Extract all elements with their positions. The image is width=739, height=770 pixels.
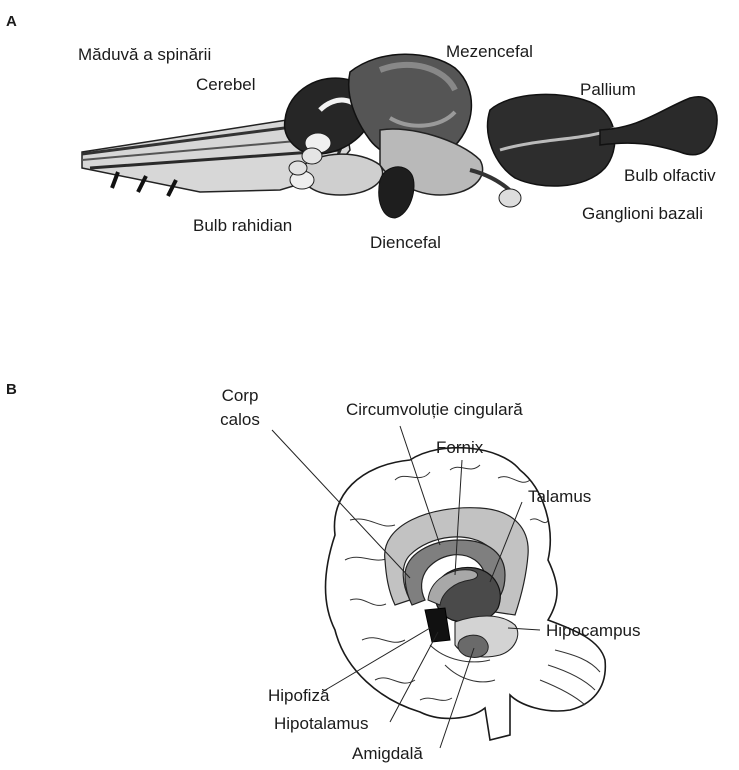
label-thalamus: Talamus — [528, 487, 591, 507]
label-spinal-cord: Măduvă a spinării — [78, 45, 211, 65]
label-hypothalamus: Hipotalamus — [274, 714, 369, 734]
label-corpus-callosum-2: calos — [210, 410, 270, 430]
amygdala-shape — [458, 635, 488, 657]
label-pallium: Pallium — [580, 80, 636, 100]
label-olfactory-bulb: Bulb olfactiv — [624, 166, 716, 186]
label-midbrain: Mezencefal — [446, 42, 533, 62]
olfactory-bulb-shape — [600, 97, 717, 155]
panel-a-letter: A — [6, 12, 17, 32]
label-pituitary: Hipofiză — [268, 686, 329, 706]
label-diencephalon: Diencefal — [370, 233, 441, 253]
label-hippocampus: Hipocampus — [546, 621, 641, 641]
label-basal-ganglia: Ganglioni bazali — [582, 204, 703, 224]
label-cerebellum: Cerebel — [196, 75, 256, 95]
label-amygdala: Amigdală — [352, 744, 423, 764]
label-cingulate-gyrus: Circumvoluție cingulară — [346, 400, 523, 420]
label-medulla: Bulb rahidian — [193, 216, 292, 236]
pituitary-lump — [379, 167, 414, 218]
label-fornix: Fornix — [436, 438, 483, 458]
label-corpus-callosum-1: Corp — [210, 386, 270, 406]
panel-b-letter: B — [6, 380, 17, 400]
